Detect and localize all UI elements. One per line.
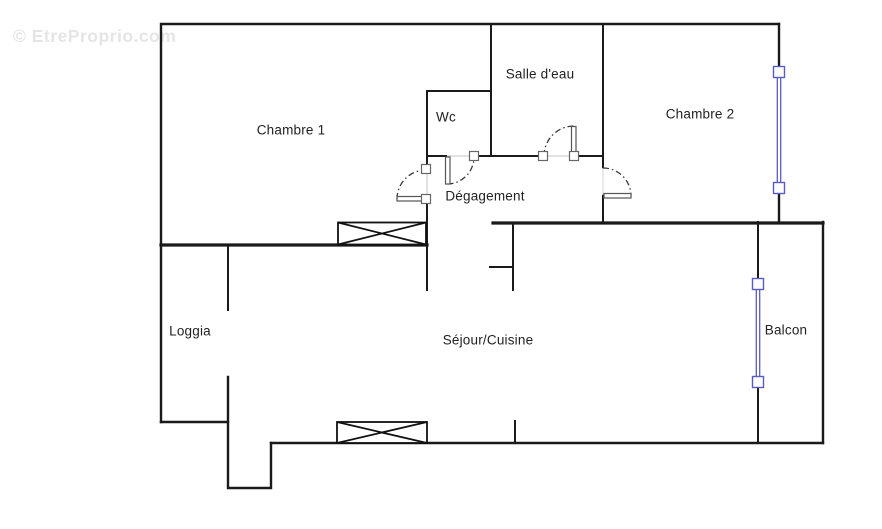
room-label-chambre2: Chambre 2 <box>665 106 735 122</box>
window-balcon <box>751 277 765 389</box>
room-label-sejour-cuisine: Séjour/Cuisine <box>442 332 534 348</box>
door-chambre2 <box>602 167 632 199</box>
closet-symbol-chambre1 <box>337 221 427 246</box>
door-jamb <box>537 150 549 162</box>
door-salledeau <box>537 125 580 162</box>
door-wc <box>444 150 480 185</box>
room-label-loggia: Loggia <box>169 323 211 339</box>
partition-walls <box>227 23 759 444</box>
window-end-cap <box>751 277 765 291</box>
door-chambre1 <box>396 163 432 205</box>
window-end-cap <box>772 65 786 79</box>
window-end-cap <box>772 181 786 195</box>
wall-left-top <box>159 22 781 424</box>
watermark: © EtreProprio.com <box>13 26 177 46</box>
room-label-degagement: Dégagement <box>445 188 525 204</box>
door-leaf <box>444 156 451 185</box>
door-swing-arc <box>602 167 632 197</box>
door-jamb <box>568 150 580 162</box>
room-label-salledeau: Salle d'eau <box>505 66 575 82</box>
window-end-cap <box>751 375 765 389</box>
door-swing-arc <box>447 156 475 185</box>
room-label-chambre1: Chambre 1 <box>256 122 326 138</box>
door-jamb <box>420 193 432 205</box>
window-chambre2 <box>772 65 786 195</box>
closet-symbol-sejour <box>336 421 428 444</box>
door-jamb <box>468 150 480 162</box>
room-label-wc: Wc <box>436 109 456 125</box>
door-leaf <box>603 192 632 199</box>
door-leaf <box>396 195 425 202</box>
wall-bottom-left-step <box>226 375 273 490</box>
door-jamb <box>420 163 432 175</box>
bearing-walls <box>159 221 825 247</box>
room-label-balcon: Balcon <box>764 322 808 338</box>
